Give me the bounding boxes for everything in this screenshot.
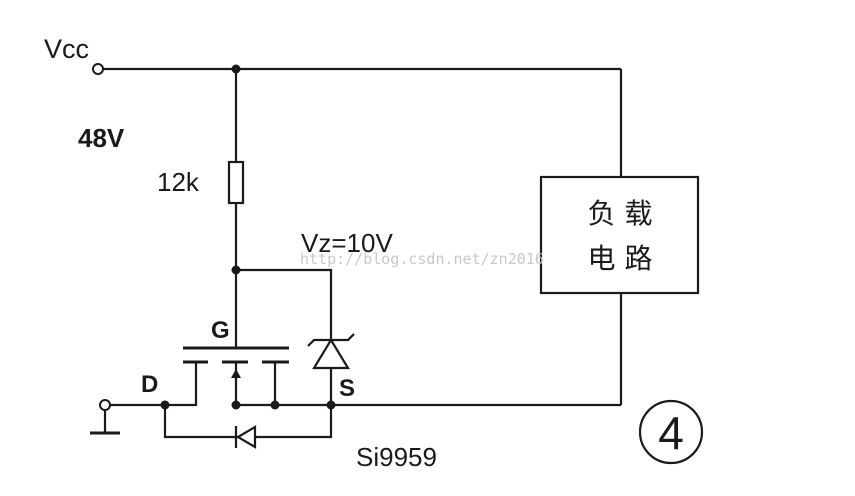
resistor-label: 12k: [157, 167, 200, 197]
figure-number-circle: [638, 399, 704, 465]
drain-label: D: [141, 371, 158, 398]
load-label-line2: 电 路: [588, 242, 653, 275]
drain-terminal: [99, 399, 111, 411]
vcc-terminal: [92, 63, 104, 75]
body-arrow: [231, 369, 241, 378]
resistor-12k: [227, 160, 245, 205]
part-number-label: Si9959: [356, 442, 437, 472]
vcc-label: Vcc: [44, 34, 89, 64]
load-circuit-box: [539, 175, 700, 295]
zener-diode: [312, 337, 350, 370]
body-diode: [235, 425, 257, 449]
supply-voltage-label: 48V: [78, 123, 125, 153]
zener-top-wire: [236, 268, 333, 340]
gate-label: G: [211, 317, 230, 344]
load-label-line1: 负 载: [588, 197, 653, 230]
drain-lead-wire: [165, 362, 198, 407]
figure-number: 4: [658, 407, 684, 459]
source-label: S: [339, 375, 355, 402]
zener-bar: [307, 333, 355, 347]
watermark: http://blog.csdn.net/zn2016: [300, 250, 544, 268]
zener-label: Vz=10V: [301, 228, 393, 258]
